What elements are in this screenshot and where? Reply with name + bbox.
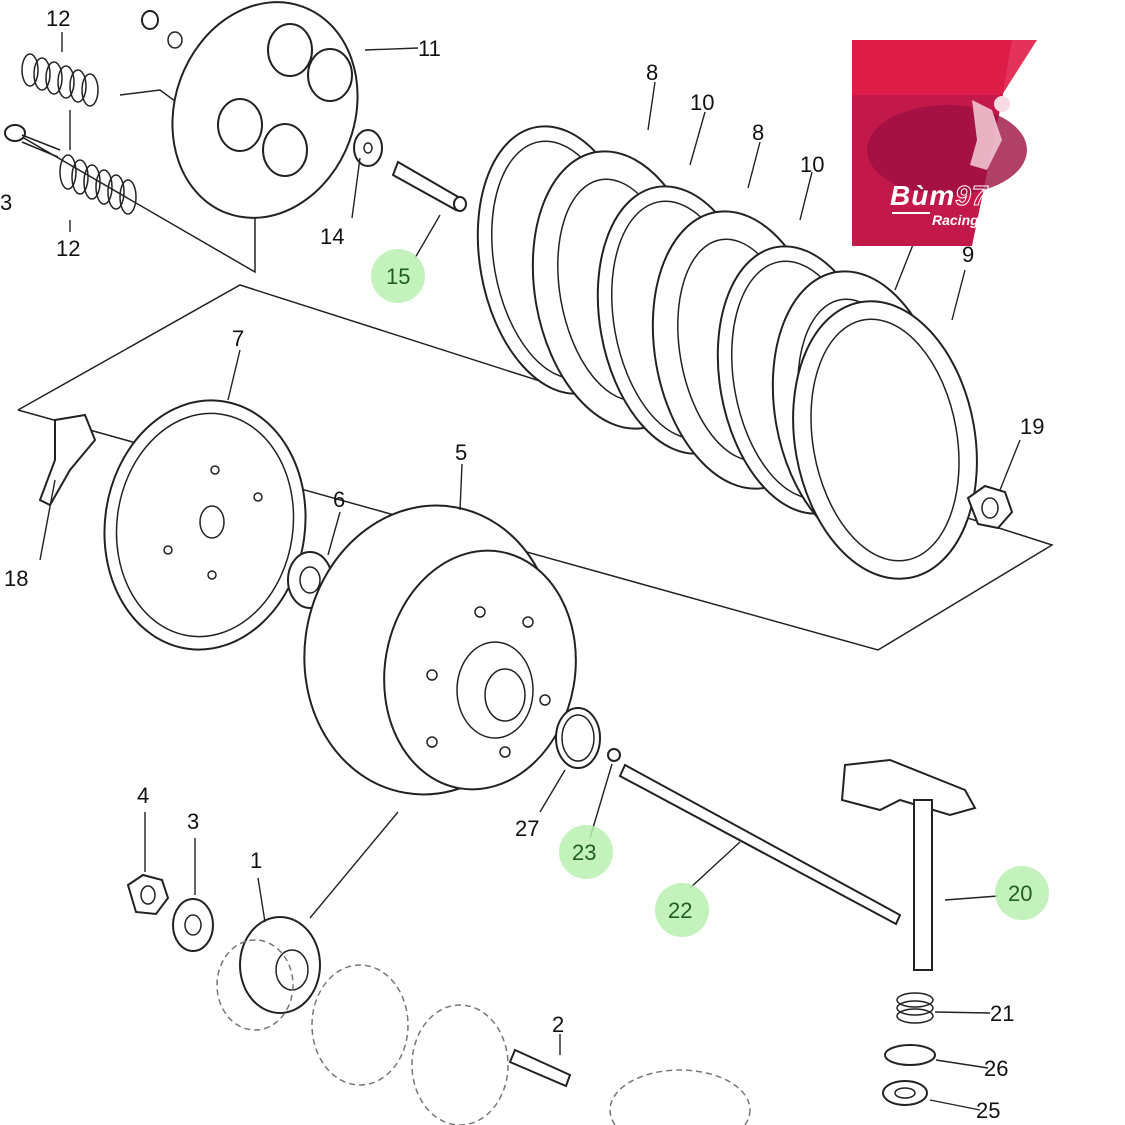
- callout-8-top: 8: [646, 60, 658, 85]
- callout-5: 5: [455, 440, 467, 465]
- o-ring: [555, 707, 601, 769]
- woodruff-key: [508, 1048, 572, 1088]
- washer: [353, 129, 383, 167]
- callout-27: 27: [515, 816, 539, 841]
- brand-logo: Bùm97 Racing: [852, 40, 1059, 246]
- ghost-gears: [216, 939, 751, 1125]
- callout-22-highlighted: 22: [668, 898, 692, 923]
- push-lever-shaft: [840, 758, 977, 971]
- logo-background: [852, 40, 1059, 246]
- callout-23-highlighted: 23: [572, 840, 596, 865]
- callout-26: 26: [984, 1056, 1008, 1081]
- bolt: [4, 124, 61, 158]
- push-rod-short: [391, 160, 467, 212]
- callout-20-highlighted: 20: [1008, 881, 1032, 906]
- callout-18: 18: [4, 566, 28, 591]
- callout-3: 3: [187, 809, 199, 834]
- callout-7: 7: [232, 326, 244, 351]
- clutch-spring-lower: [59, 154, 137, 215]
- callout-8-second: 8: [752, 120, 764, 145]
- callout-10-second: 10: [800, 152, 824, 177]
- highlight-circle-22: [655, 883, 709, 937]
- callout-25: 25: [976, 1098, 1000, 1123]
- callout-14: 14: [320, 224, 344, 249]
- leader-lines: [39, 32, 1021, 1111]
- callout-3-left: 3: [0, 190, 12, 215]
- primary-driven-gear: [103, 399, 307, 651]
- steel-ball: [607, 748, 621, 762]
- plain-washer: [172, 898, 214, 952]
- callout-21: 21: [990, 1001, 1014, 1026]
- lock-nut: [126, 873, 170, 916]
- logo-tagline: Racing: [932, 212, 979, 228]
- circlip: [884, 1044, 936, 1066]
- callout-10-top: 10: [690, 90, 714, 115]
- callout-1: 1: [250, 848, 262, 873]
- callout-19: 19: [1020, 414, 1044, 439]
- assembly-frame: [17, 284, 1054, 651]
- clutch-plate-stack: [476, 125, 978, 580]
- callout-2: 2: [552, 1012, 564, 1037]
- pressure-plate: [141, 1, 359, 219]
- callout-12-bottom: 12: [56, 236, 80, 261]
- callout-15-highlighted: 15: [386, 264, 410, 289]
- push-rod-long: [618, 763, 902, 926]
- highlight-circle-15: [371, 249, 425, 303]
- callout-12-top: 12: [46, 6, 70, 31]
- callout-6: 6: [333, 487, 345, 512]
- highlight-markers: [371, 249, 1049, 937]
- clutch-housing: [303, 504, 577, 796]
- callout-4: 4: [137, 783, 149, 808]
- clutch-nut: [966, 484, 1014, 530]
- highlight-circle-23: [559, 825, 613, 879]
- callout-9: 9: [962, 242, 974, 267]
- oil-seal: [882, 1080, 928, 1106]
- lock-washer-tab: [38, 413, 97, 507]
- primary-drive-gear: [239, 916, 321, 1014]
- return-spring: [896, 992, 934, 1024]
- callout-11: 11: [418, 36, 441, 61]
- rider-silhouette: [970, 100, 1002, 170]
- logo-brand: Bùm97: [890, 180, 989, 212]
- clutch-spring-upper: [21, 53, 99, 107]
- highlight-circle-20: [995, 866, 1049, 920]
